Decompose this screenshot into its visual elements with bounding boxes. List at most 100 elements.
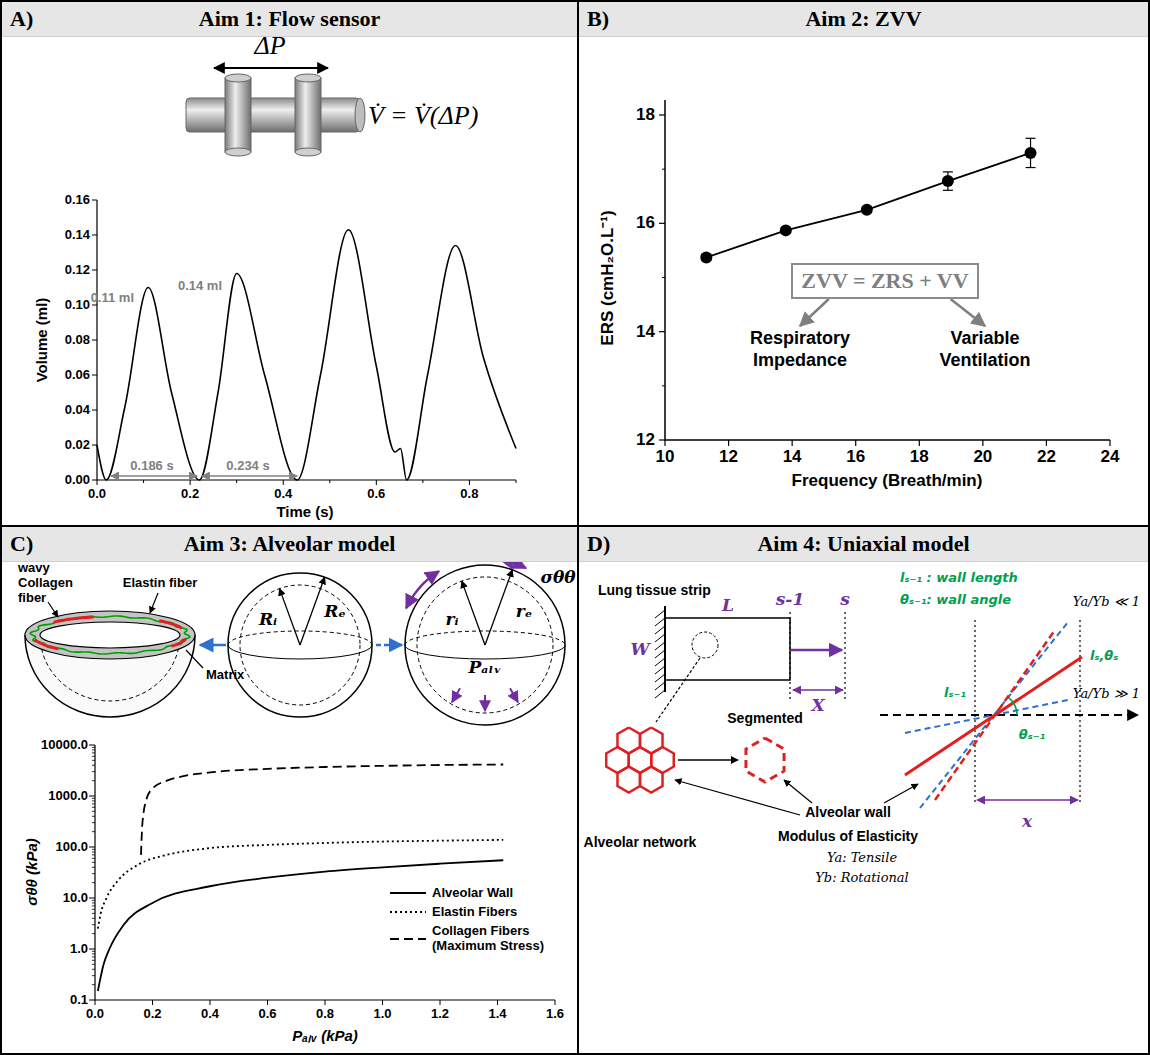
tick-label: 0.04 [65,403,90,418]
annotation: ΔP [254,31,285,61]
stress-chart [92,867,95,868]
tick-label: 18 [910,447,929,467]
annotation: s [840,590,850,610]
volume-chart [92,375,97,376]
uniaxial-strip [655,666,665,674]
volume-chart [92,270,97,271]
uniaxial-strip [655,674,665,682]
elastance-chart [662,385,665,386]
panel-letter: A) [2,6,54,32]
stress-chart [89,898,95,899]
annotation: rₑ [516,602,533,622]
term-label: Respiratory Impedance [725,328,875,371]
uniaxial-strip [655,658,665,666]
volume-chart [92,200,516,485]
stress-chart [92,969,95,970]
hemisphere-wall [54,617,94,622]
annotation: θₛ₋₁ [1019,728,1045,743]
elastance-chart [1109,440,1110,446]
uniaxial-strip [656,658,700,722]
annotation: L [722,596,734,616]
tick-label: 0.6 [258,1007,276,1022]
volume-chart [92,410,97,411]
elastance-chart [1026,138,1036,139]
connector-arrow [800,299,829,326]
annotation: Ya: Tensile [827,851,897,866]
tick-label: 10.0 [63,891,88,906]
tick-label: 0.10 [65,298,90,313]
stress-chart [92,803,95,804]
flow-sensor [225,74,251,82]
stress-chart [92,811,95,812]
stress-chart [92,780,95,781]
flow-sensor [214,67,328,69]
stress-chart [210,1000,211,1005]
tick-label: 1.0 [70,942,88,957]
stress-chart [92,918,95,919]
hemisphere-wall [172,639,186,647]
panel-letter: D) [579,531,631,557]
tick-label: 1.6 [546,1007,564,1022]
elastance-chart [919,440,920,446]
tick-label: 12 [719,447,738,467]
legend-row: Collagen Fibers (Maximum Stress) [388,924,557,954]
annotation: Pₐₗᵥ [468,658,501,678]
uniaxial-strip [844,612,845,700]
hemisphere-wall [48,602,58,617]
volume-chart [92,235,97,236]
stress-chart [267,1000,268,1005]
volume-chart [283,480,284,485]
uniaxial-strip [675,780,800,815]
volume-chart [516,480,517,483]
tick-label: 12 [636,430,655,450]
elastance-chart [659,100,1110,446]
elastance-chart [792,440,793,446]
wall-rotation [977,799,1078,801]
stress-chart [92,749,95,750]
panel-header: A)Aim 1: Flow sensor [2,2,577,37]
stress-chart [92,756,95,757]
stress-chart [92,900,95,901]
tick-label: 0.00 [65,473,90,488]
elastance-chart [1046,440,1047,446]
panel-title: Aim 1: Flow sensor [54,6,525,32]
stress-chart [555,1000,556,1005]
panel-title: Aim 2: ZVV [631,6,1096,32]
stress-chart [92,849,95,850]
stress-chart [92,862,95,863]
tick-label: 0.14 [65,228,90,243]
annotation: lₛ₋₁ [944,686,966,701]
hemisphere-wall [30,616,190,654]
alveolus-sphere [462,581,485,645]
axis-title: Frequency (Breath/min) [792,471,983,491]
stress-chart [92,854,95,855]
stress-chart [497,1000,498,1005]
stress-chart [92,933,95,934]
volume-chart [376,480,377,485]
tick-label: 20 [973,447,992,467]
elastance-chart [855,440,856,446]
alveolus-sphere [228,559,565,725]
annotation: 0.234 s [226,459,269,474]
stress-chart [92,960,95,961]
alveolus-sphere [510,688,518,702]
volume-chart [97,480,98,485]
annotation: 0.14 ml [178,279,222,294]
uniaxial-strip [665,618,790,680]
flow-sensor [355,98,365,132]
elastance-chart [706,153,1030,258]
elastance-chart [942,175,954,187]
legend-sample [388,886,432,900]
uniaxial-strip [655,618,665,626]
uniaxial-strip [655,650,665,658]
annotation: Yb: Rotational [815,871,909,886]
tick-label: 16 [846,447,865,467]
annotation: rᵢ [445,610,458,630]
stress-chart [92,771,95,772]
wall-rotation [880,620,1138,808]
legend-text: Alveolar Wall [432,886,557,901]
uniaxial-strip [746,738,784,782]
volume-chart [236,480,237,483]
legend-row: Elastin Fibers [388,905,557,920]
stress-chart [92,902,95,903]
